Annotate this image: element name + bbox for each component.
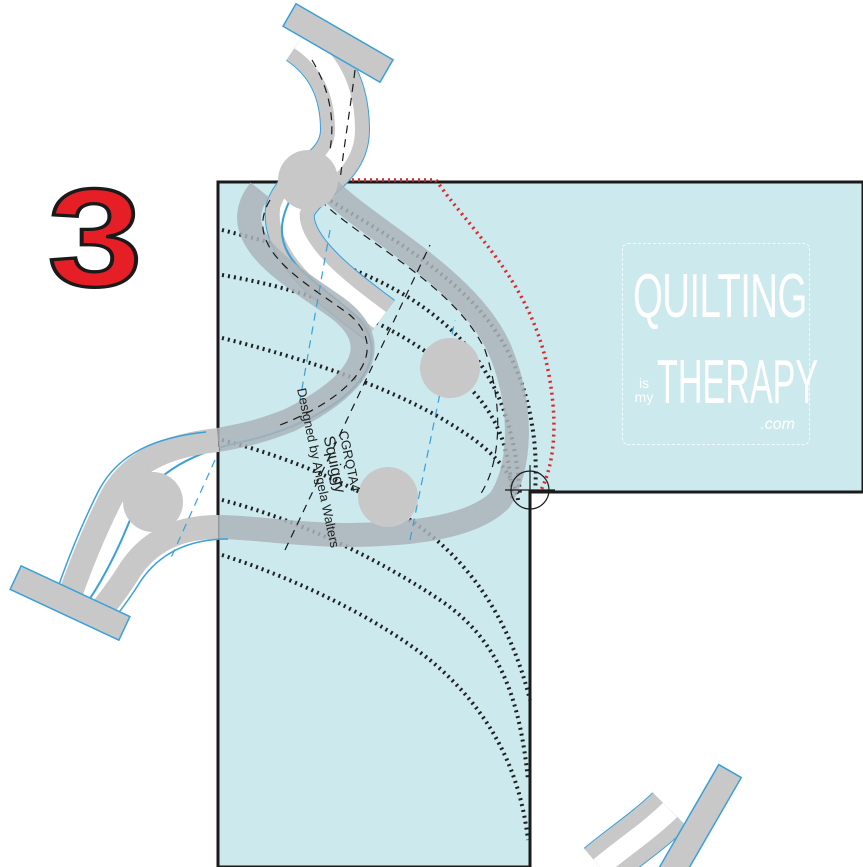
red-guide-line <box>310 178 556 493</box>
ruler-grip-circles <box>123 150 480 532</box>
logo-suffix: .com <box>760 416 795 433</box>
ruler-bottom-arm <box>583 763 743 867</box>
step-number-text: 3 <box>48 159 143 298</box>
quilting-is-my-therapy-logo: QUILTING is my THERAPY .com <box>622 243 818 445</box>
ruler-dashed-lines <box>262 59 499 551</box>
step-number: 3 <box>46 158 144 298</box>
logo-line1: QUILTING <box>633 262 807 331</box>
logo-line2: THERAPY <box>657 348 819 417</box>
logo-small: is my <box>634 375 654 405</box>
pivot-crosshair <box>505 465 555 515</box>
ruler-body <box>9 181 529 642</box>
